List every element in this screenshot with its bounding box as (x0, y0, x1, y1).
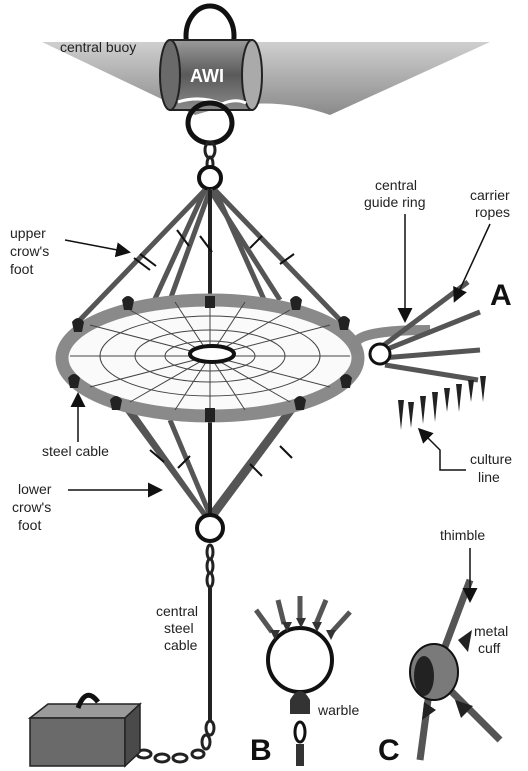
anchor-block (30, 695, 140, 766)
label-central-buoy: central buoy (60, 39, 136, 55)
label-lower-crows-foot-3: foot (18, 517, 41, 533)
panel-label-a: A (490, 279, 512, 312)
label-steel-cable: steel cable (42, 443, 109, 459)
awi-label: AWI (190, 66, 224, 86)
label-carrier-ropes-1: carrier (470, 187, 510, 203)
label-central-steel-cable-1: central (156, 603, 198, 619)
label-central-steel-cable-3: cable (164, 637, 198, 653)
label-culture-line-2: line (478, 469, 500, 485)
label-thimble: thimble (440, 527, 485, 543)
arrow-upper-crows-foot (65, 240, 128, 252)
label-metal-cuff-2: cuff (478, 640, 500, 656)
label-warble: warble (317, 702, 359, 718)
label-upper-crows-foot-2: crow's (10, 243, 49, 259)
panel-label-c: C (378, 734, 400, 767)
label-central-steel-cable-2: steel (164, 620, 194, 636)
arrow-carrier-ropes (455, 224, 490, 300)
label-upper-crows-foot-1: upper (10, 225, 46, 241)
panel-label-b: B (250, 734, 272, 767)
label-carrier-ropes-2: ropes (475, 204, 510, 220)
top-ring (199, 167, 221, 189)
label-lower-crows-foot-2: crow's (12, 499, 51, 515)
detail-a (355, 282, 486, 430)
detail-c (410, 580, 500, 760)
label-central-guide-ring-2: guide ring (364, 194, 426, 210)
bottom-ring (197, 515, 223, 541)
label-upper-crows-foot-3: foot (10, 261, 33, 277)
label-central-guide-ring-1: central (375, 177, 417, 193)
arrow-culture-line (420, 430, 466, 470)
label-metal-cuff-1: metal (474, 623, 508, 639)
label-culture-line-1: culture (470, 451, 512, 467)
label-lower-crows-foot-1: lower (18, 481, 52, 497)
central-guide-ring (190, 346, 234, 362)
